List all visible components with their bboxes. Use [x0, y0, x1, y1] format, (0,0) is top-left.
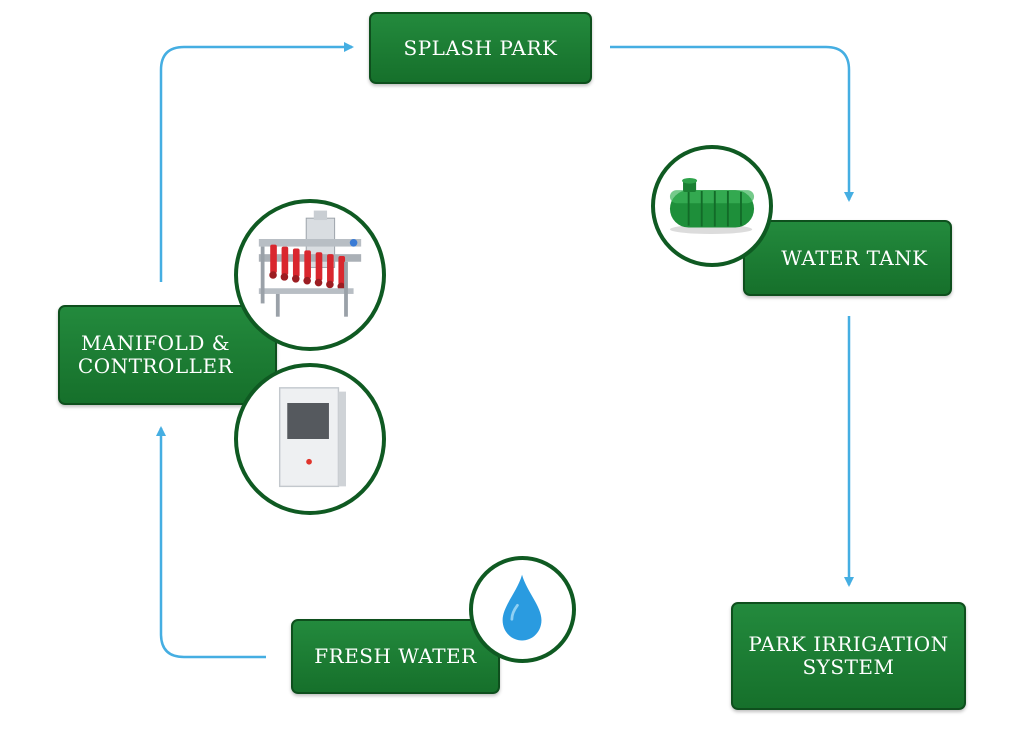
manifold-icon [258, 210, 362, 317]
node-park-irrigation-line1: PARK IRRIGATION [748, 632, 949, 656]
node-park-irrigation-line2: SYSTEM [802, 655, 895, 679]
controller-cabinet-icon [278, 387, 346, 488]
node-manifold-controller: MANIFOLD & CONTROLLER [58, 305, 277, 405]
node-water-tank: WATER TANK [743, 220, 952, 296]
node-water-tank-label: WATER TANK [781, 245, 928, 270]
node-fresh-water: FRESH WATER [291, 619, 500, 694]
arrow-splash-to-tank [610, 45, 854, 202]
fresh-water-badge [469, 556, 576, 663]
controller-badge [234, 363, 386, 515]
arrow-manifold-to-splash [159, 42, 354, 282]
water-tank-badge [651, 145, 773, 267]
green-tank-icon [669, 177, 755, 235]
node-manifold-line1: MANIFOLD & [80, 331, 231, 355]
node-fresh-water-label: FRESH WATER [314, 644, 477, 668]
node-splash-park-label: SPLASH PARK [403, 35, 558, 60]
water-drop-icon [502, 574, 542, 641]
node-splash-park: SPLASH PARK [369, 12, 592, 84]
node-park-irrigation: PARK IRRIGATION SYSTEM [731, 602, 966, 710]
node-manifold-line2: CONTROLLER [77, 354, 234, 378]
manifold-badge [234, 199, 386, 351]
arrow-fresh-to-manifold [156, 426, 266, 659]
